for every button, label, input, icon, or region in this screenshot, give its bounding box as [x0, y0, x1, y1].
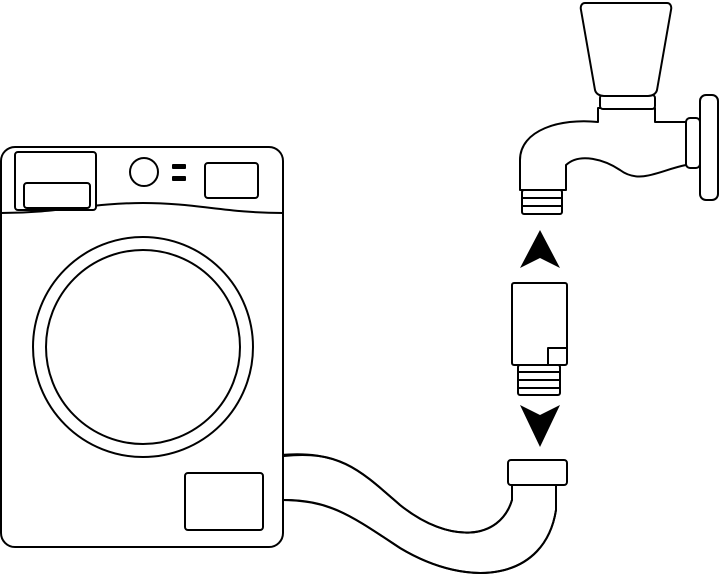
water-tap-icon — [519, 2, 719, 215]
display-panel — [204, 162, 259, 199]
arrow-down-icon — [520, 405, 560, 447]
wall-plate — [699, 94, 719, 201]
drawer-handle — [23, 182, 91, 209]
hose-icon — [279, 453, 568, 574]
tap-handle — [579, 2, 673, 97]
filter-cover — [184, 472, 264, 531]
door-glass — [45, 249, 241, 445]
control-knob — [129, 157, 159, 187]
hose-nut — [507, 459, 568, 486]
washing-machine-icon — [0, 146, 284, 548]
arrow-up-icon — [520, 230, 560, 268]
hose-adapter-icon — [511, 282, 568, 396]
